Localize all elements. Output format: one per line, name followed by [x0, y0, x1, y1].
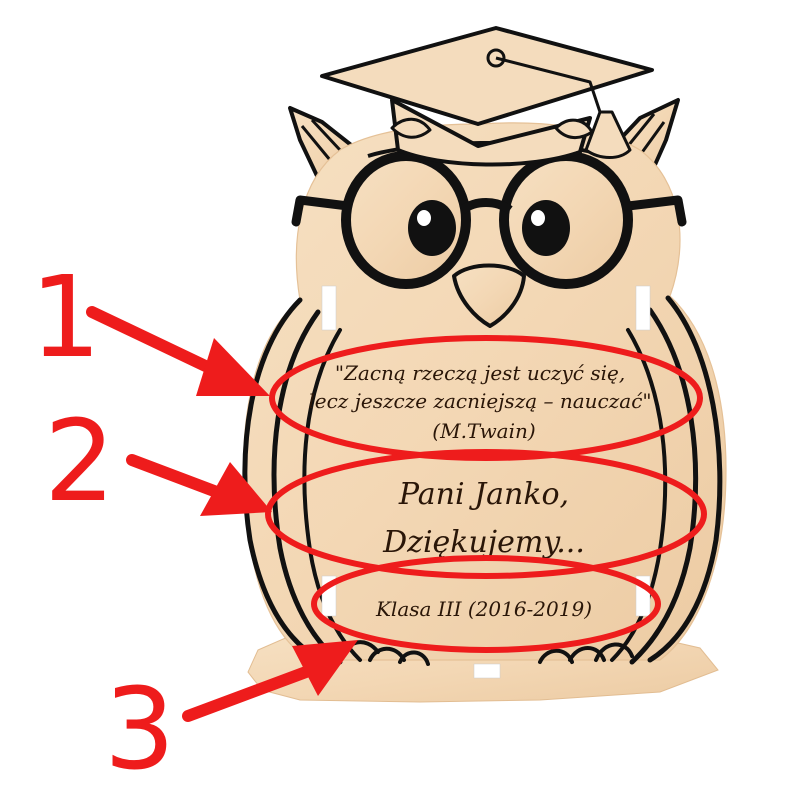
owl-feet [338, 640, 634, 666]
highlight-ellipse-dedication [265, 449, 707, 579]
highlight-ellipse-class [311, 555, 661, 653]
right-wing [647, 295, 723, 663]
cap-board [320, 26, 654, 126]
callout-arrows [86, 306, 358, 722]
left-ear-lines [300, 118, 342, 161]
owl-plaque [242, 26, 727, 703]
graduation-cap [320, 26, 654, 167]
left-wing [242, 297, 323, 663]
highlight-ellipses [265, 335, 707, 653]
cap-base [390, 98, 592, 167]
highlight-ellipse-quote [269, 335, 703, 461]
callout-number-1: 1 [30, 253, 101, 383]
quote-author: (M.Twain) [432, 419, 535, 443]
cap-tassel [584, 110, 632, 159]
class-info: Klasa III (2016-2019) [375, 597, 592, 621]
engraved-text: "Zacną rzeczą jest uczyć się, lecz jeszc… [308, 361, 651, 621]
callout-number-3: 3 [104, 665, 175, 795]
arrow-3 [182, 640, 358, 722]
arrow-2 [126, 454, 272, 516]
plaque-slots [321, 285, 651, 679]
arrow-1 [86, 306, 270, 396]
beak [452, 263, 526, 328]
callout-numbers: 1 2 3 [30, 253, 175, 795]
quote-line-2: lecz jeszcze zacniejszą – nauczać" [308, 389, 651, 413]
dedication-line-2: Dziękujemy... [382, 525, 585, 560]
cap-bow-left [390, 117, 432, 139]
callout-number-2: 2 [44, 397, 115, 527]
dedication-line-1: Pani Janko, [398, 477, 569, 512]
owl-eyes [408, 200, 570, 256]
cap-tassel-cord [495, 56, 602, 113]
quote-line-1: "Zacną rzeczą jest uczyć się, [335, 361, 625, 385]
